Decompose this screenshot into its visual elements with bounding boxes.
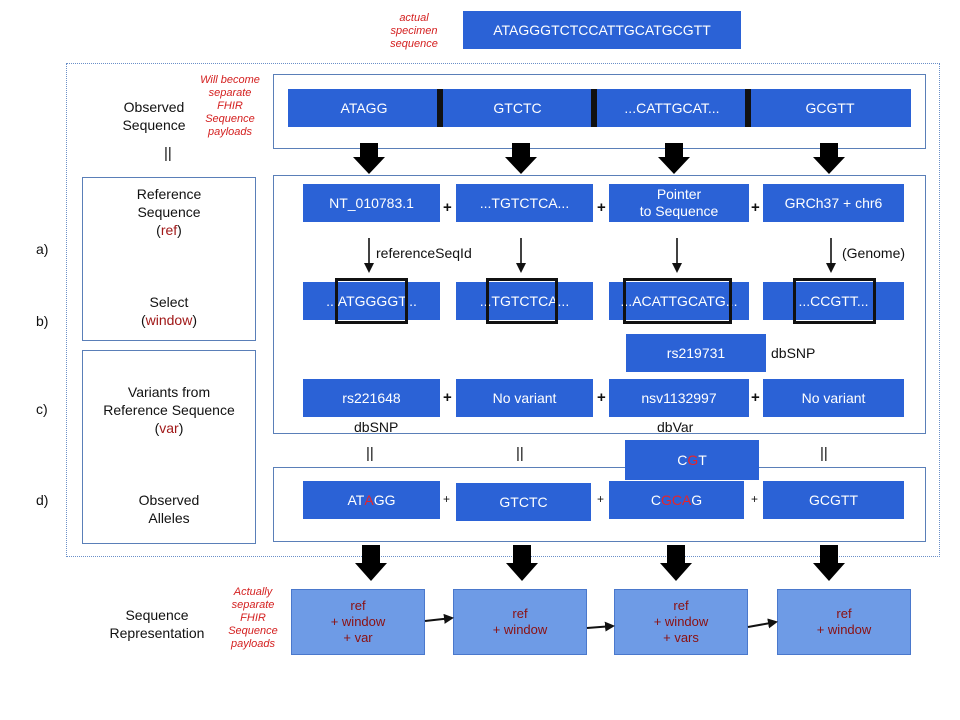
plus-var-2: + <box>597 389 606 406</box>
variant-box-4: No variant <box>763 379 904 417</box>
plus-var-3: + <box>751 389 760 406</box>
representation-box-4: ref+ window <box>777 589 911 655</box>
main-dotted-container <box>66 63 940 557</box>
window-box-4: ...CCGTT... <box>763 282 904 320</box>
observed-segment-4: GCGTT <box>749 89 911 127</box>
plus-ref-3: + <box>751 199 760 216</box>
variants-label-frame <box>82 350 256 544</box>
segment-separator-3 <box>745 89 751 127</box>
plus-allele-2: + <box>597 492 605 506</box>
horizontal-arrow-3 <box>747 618 778 629</box>
letter-c: c) <box>36 401 48 417</box>
letter-d: d) <box>36 492 49 508</box>
thin-arrows <box>364 238 836 273</box>
reference-box-3: Pointer to Sequence <box>609 184 749 222</box>
plus-var-1: + <box>443 389 452 406</box>
equals-mark-4: || <box>820 445 828 462</box>
equals-mark-1: || <box>366 445 374 462</box>
segment-separator-1 <box>437 89 443 127</box>
block-arrow-bottom-4 <box>813 545 845 581</box>
window-selection-4 <box>793 278 876 324</box>
block-arrow-bottom-2 <box>506 545 538 581</box>
reference-seq-id-label: referenceSeqId <box>376 245 472 261</box>
dbsnp-right-label: dbSNP <box>771 345 816 361</box>
plus-ref-2: + <box>597 199 606 216</box>
ref-window-label-frame <box>82 177 256 341</box>
observed-segment-2: GTCTC <box>440 89 595 127</box>
window-selection-1 <box>335 278 408 324</box>
representation-box-1: ref+ window+ var <box>291 589 425 655</box>
dbsnp-below-label: dbSNP <box>354 419 399 435</box>
observed-segment-3: ...CATTGCAT... <box>595 89 749 127</box>
equals-mark-left: || <box>164 145 172 162</box>
horizontal-arrow-1 <box>424 613 454 624</box>
block-arrow-top-1 <box>353 143 385 174</box>
reference-box-1: NT_010783.1 <box>303 184 440 222</box>
window-box-2: ...TGTCTCA... <box>456 282 593 320</box>
rs219731-box: rs219731 <box>626 334 766 372</box>
actual-sequence-box: ATAGGGTCTCCATTGCATGCGTT <box>463 11 741 49</box>
block-arrow-top-2 <box>505 143 537 174</box>
observed-alleles-frame <box>273 467 926 542</box>
reference-variants-frame <box>273 175 926 434</box>
window-selection-2 <box>486 278 558 324</box>
dbvar-below-label: dbVar <box>657 419 694 435</box>
observed-segment-1: ATAGG <box>288 89 440 127</box>
equals-mark-2: || <box>516 445 524 462</box>
window-selection-3 <box>623 278 732 324</box>
block-arrow-top-4 <box>813 143 845 174</box>
variant-box-3: nsv1132997 <box>609 379 749 417</box>
genome-label: (Genome) <box>842 245 906 261</box>
observed-sequence-frame <box>273 74 926 149</box>
representation-box-3: ref+ window+ vars <box>614 589 748 655</box>
letter-a: a) <box>36 241 49 257</box>
block-arrows-bottom <box>355 545 845 581</box>
select-label: Select (window) <box>140 294 198 328</box>
horizontal-arrows <box>424 613 778 632</box>
window-box-3: ...ACATTGCATG... <box>609 282 749 320</box>
block-arrow-bottom-1 <box>355 545 387 581</box>
allele-box-2: GTCTC <box>456 483 591 521</box>
variant-box-2: No variant <box>456 379 593 417</box>
block-arrow-bottom-3 <box>660 545 692 581</box>
reference-box-4: GRCh37 + chr6 <box>763 184 904 222</box>
variant-box-1: rs221648 <box>303 379 440 417</box>
reference-box-2: ...TGTCTCA... <box>456 184 593 222</box>
letter-b: b) <box>36 313 49 329</box>
plus-allele-3: + <box>751 492 759 506</box>
window-box-1: ...ATGGGGT... <box>303 282 440 320</box>
allele-box-4: GCGTT <box>763 481 904 519</box>
block-arrow-top-3 <box>658 143 690 174</box>
plus-allele-1: + <box>443 492 451 506</box>
block-arrows-top <box>353 143 845 174</box>
horizontal-arrow-2 <box>586 621 615 632</box>
segment-separator-2 <box>591 89 597 127</box>
representation-box-2: ref+ window <box>453 589 587 655</box>
plus-ref-1: + <box>443 199 452 216</box>
